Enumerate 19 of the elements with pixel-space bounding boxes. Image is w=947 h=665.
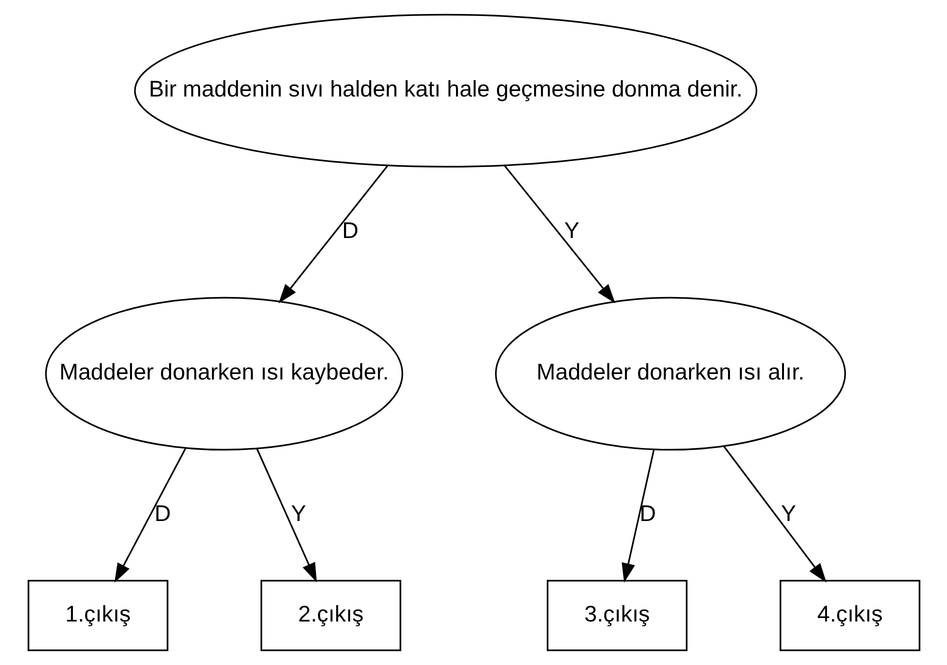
edge-label: Y bbox=[564, 218, 579, 244]
node-ellipse: Bir maddenin sıvı halden katı hale geçmesine donma denir. bbox=[134, 14, 757, 168]
edge-label: Y bbox=[780, 501, 796, 526]
edge-label: D bbox=[342, 218, 358, 244]
arrow bbox=[504, 165, 615, 304]
node-box: 1.çıkış bbox=[27, 580, 168, 652]
arrow bbox=[256, 448, 316, 582]
node-box: 4.çıkış bbox=[779, 580, 920, 652]
edge-label: D bbox=[639, 501, 656, 526]
node-box: 3.çıkış bbox=[546, 580, 687, 652]
node-ellipse: Maddeler donarken ısı alır. bbox=[494, 296, 846, 451]
arrow bbox=[621, 449, 654, 583]
arrow bbox=[278, 165, 388, 304]
arrow bbox=[114, 448, 186, 583]
edge-label: Y bbox=[290, 501, 306, 526]
node-ellipse: Maddeler donarken ısı kaybeder. bbox=[44, 296, 403, 451]
arrow bbox=[722, 446, 826, 583]
edge-label: D bbox=[154, 501, 170, 526]
node-box: 2.çıkış bbox=[260, 580, 401, 652]
